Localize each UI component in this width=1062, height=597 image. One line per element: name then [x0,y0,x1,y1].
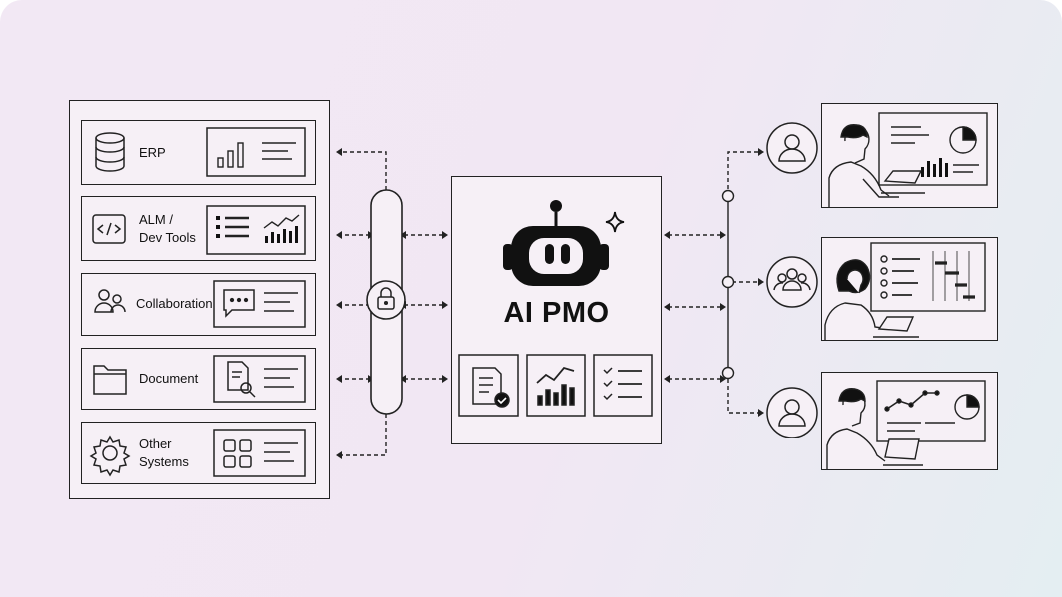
trend-chart-icon [265,226,298,243]
code-icon [92,214,126,244]
system-label-erp: ERP [139,145,166,160]
system-row-alm [81,196,316,261]
ai-pmo-title: AI PMO [503,297,610,329]
system-row-collaboration [81,273,316,336]
system-label-collaboration: Collaboration [136,296,213,311]
system-label-alm: ALM /Dev Tools [139,212,196,245]
role-panel-1 [821,103,998,208]
document-search-icon [227,361,256,398]
line-chart-icon [884,390,940,412]
users-icon [94,289,126,313]
connector-erp [340,151,387,190]
analytics-icon [536,366,575,406]
lock-icon [377,287,395,310]
user-icon [778,399,806,427]
folder-icon [93,365,127,395]
laptop-icon [883,438,923,466]
database-icon [95,132,125,172]
connector-other [340,414,387,456]
system-label-document: Document [139,371,199,386]
list-icon [216,216,220,238]
user-icon [778,134,806,162]
sparkle-icon [605,211,625,233]
chat-icon [223,289,255,318]
role-avatars [766,122,818,438]
role-illustrations [824,112,988,469]
bar-chart-icon [217,142,244,168]
laptop-icon [873,316,919,338]
ai-pmo-graphics [458,200,653,417]
robot-icon [503,200,609,286]
system-icons [89,127,306,477]
laptop-icon [881,170,925,194]
checklist-icon [603,367,642,401]
person-illustration [826,388,886,469]
system-row-other [81,422,316,484]
person-illustration [828,124,899,208]
person-illustration [824,259,890,341]
gear-icon [89,435,131,477]
system-row-erp [81,120,316,185]
checklist-icon [880,255,888,299]
pie-chart-icon [949,126,977,154]
system-row-document [81,348,316,410]
grid-icon [223,439,252,468]
document-check-icon [472,367,510,408]
gantt-chart-icon [932,251,975,301]
pie-chart-icon [954,394,980,420]
team-icon [773,268,811,291]
